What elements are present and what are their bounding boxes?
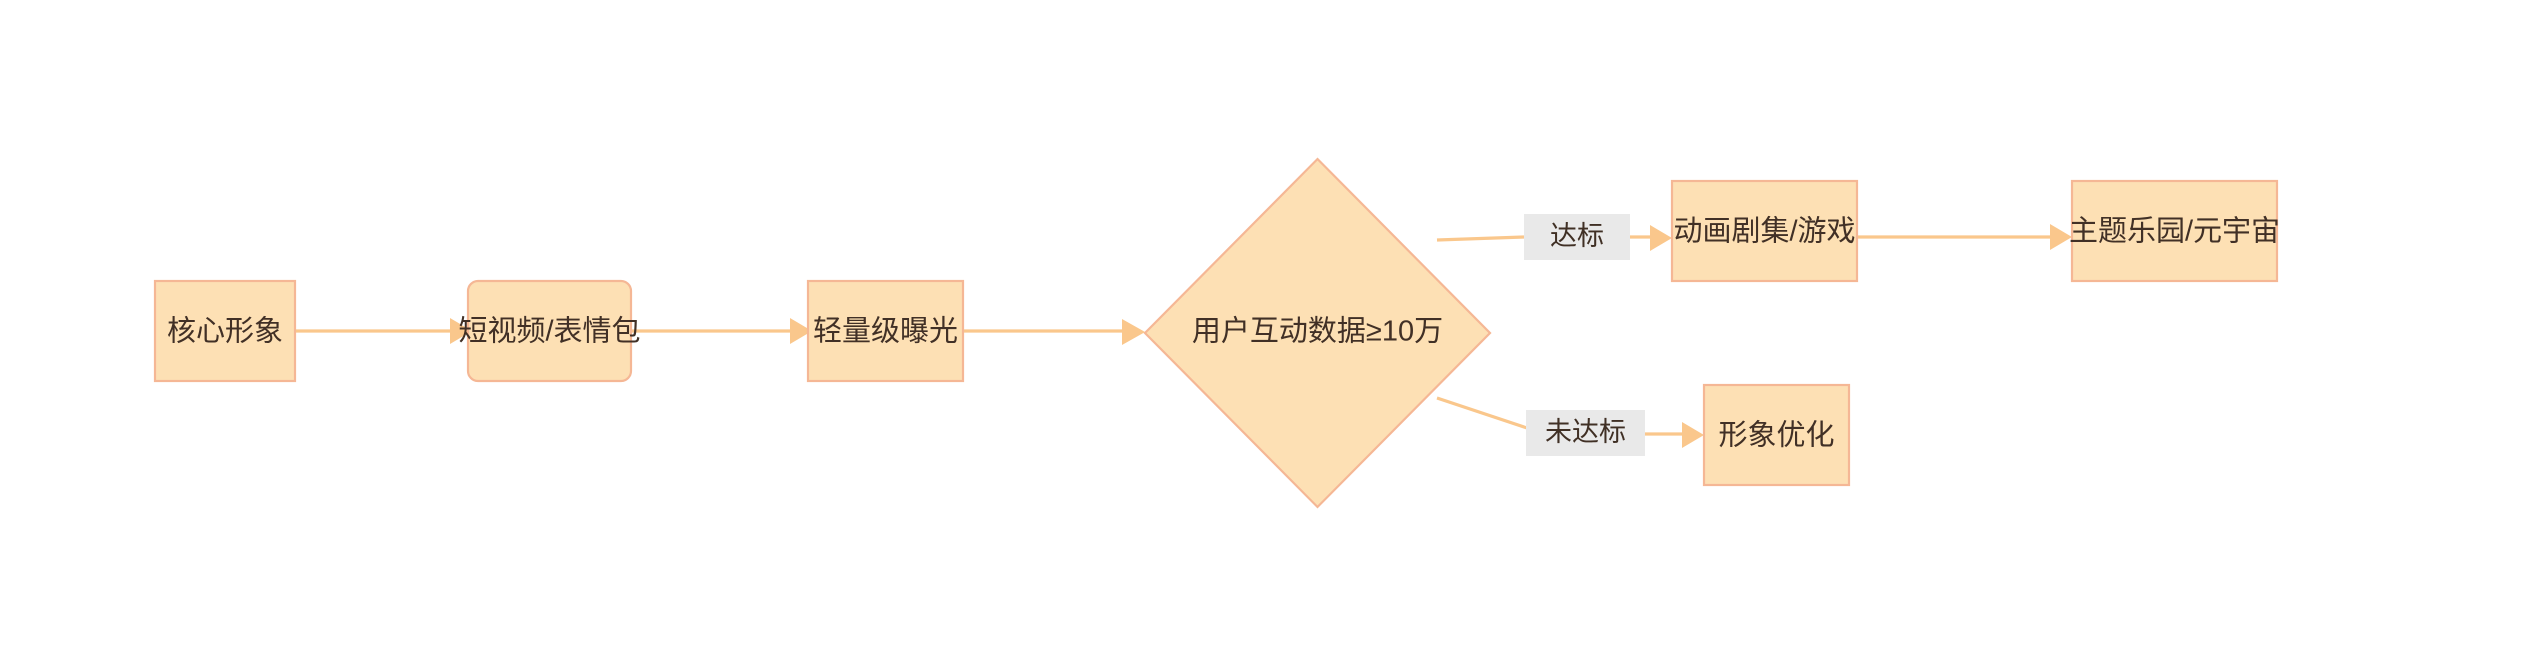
node-light-exposure-label: 轻量级曝光 <box>813 315 958 348</box>
edge-interaction-gate-to-image-optimize[interactable] <box>1436 396 1704 448</box>
edge-label-pass[interactable]: 达标 <box>1524 214 1630 260</box>
node-image-optimize-label: 形象优化 <box>1718 419 1834 452</box>
node-anime-game[interactable]: 动画剧集/游戏 <box>1670 179 1859 283</box>
node-interaction-gate[interactable]: 用户互动数据≥10万 <box>1143 157 1492 509</box>
node-core-image[interactable]: 核心形象 <box>153 279 297 383</box>
node-image-optimize[interactable]: 形象优化 <box>1702 383 1851 487</box>
edge-label-fail[interactable]: 未达标 <box>1526 410 1645 456</box>
edge-line-pre-label <box>1436 396 1528 430</box>
nodes-layer: 核心形象 短视频/表情包 轻量级曝光 用户互动数据≥10万 动画剧集/游戏 <box>153 157 2280 509</box>
node-light-exposure[interactable]: 轻量级曝光 <box>806 279 965 383</box>
arrowhead-icon <box>1682 422 1704 448</box>
edge-interaction-gate-to-anime-game[interactable] <box>1436 225 1672 251</box>
edge-core-image-to-short-video[interactable] <box>295 318 472 344</box>
edge-label-fail-text: 未达标 <box>1545 417 1626 447</box>
node-short-video-shape <box>466 279 633 383</box>
node-theme-park[interactable]: 主题乐园/元宇宙 <box>2069 179 2280 283</box>
edge-line-pre-label <box>1436 235 1525 242</box>
node-anime-game-label: 动画剧集/游戏 <box>1673 215 1855 248</box>
edge-label-fail-background <box>1526 410 1645 456</box>
edge-label-pass-background <box>1524 214 1630 260</box>
edge-labels-layer: 达标 未达标 <box>1524 214 1645 456</box>
node-interaction-gate-shape <box>1143 157 1492 509</box>
arrowhead-icon <box>2050 224 2072 250</box>
node-image-optimize-shape <box>1702 383 1851 487</box>
node-theme-park-label: 主题乐园/元宇宙 <box>2069 215 2280 248</box>
edge-label-pass-text: 达标 <box>1550 221 1604 251</box>
edge-light-exposure-to-interaction-gate[interactable] <box>963 319 1145 345</box>
node-short-video[interactable]: 短视频/表情包 <box>458 279 641 383</box>
arrowhead-icon <box>790 318 812 344</box>
edge-anime-game-to-theme-park[interactable] <box>1857 224 2072 250</box>
edge-short-video-to-light-exposure[interactable] <box>631 318 812 344</box>
node-anime-game-shape <box>1670 179 1859 283</box>
arrowhead-icon <box>1122 319 1145 345</box>
node-short-video-label: 短视频/表情包 <box>458 315 640 348</box>
node-core-image-label: 核心形象 <box>167 315 283 348</box>
node-interaction-gate-label: 用户互动数据≥10万 <box>1192 315 1443 348</box>
arrowhead-icon <box>450 318 472 344</box>
edges-layer <box>295 224 2072 448</box>
arrowhead-icon <box>1650 225 1672 251</box>
node-core-image-shape <box>153 279 297 383</box>
node-theme-park-shape <box>2070 179 2279 283</box>
node-light-exposure-shape <box>806 279 965 383</box>
